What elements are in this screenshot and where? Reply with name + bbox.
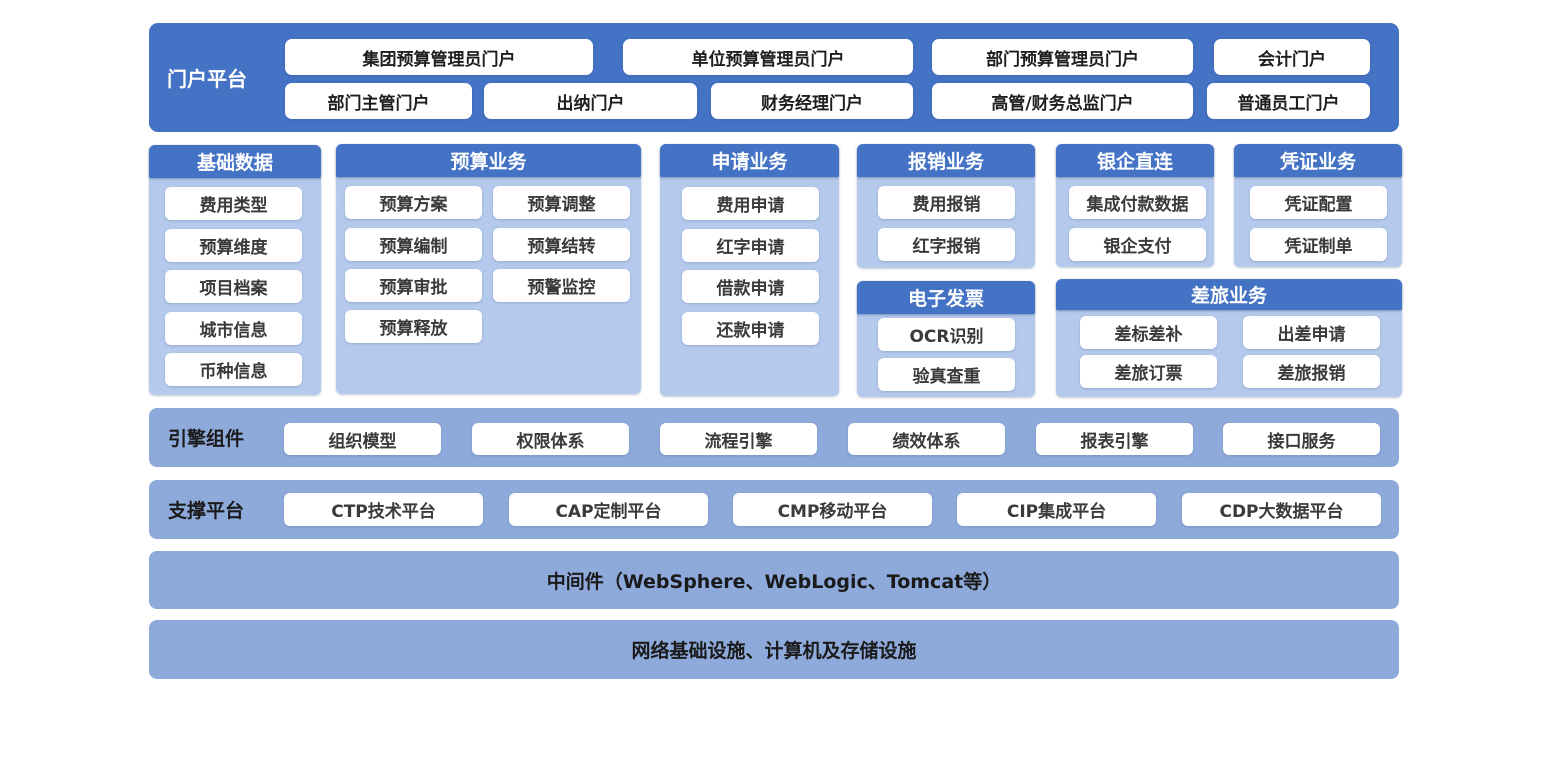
travel-item[interactable]: 差旅报销 — [1243, 355, 1380, 388]
module-application: 申请业务 费用申请 红字申请 借款申请 还款申请 — [660, 144, 839, 396]
bank-link-item[interactable]: 集成付款数据 — [1069, 186, 1206, 219]
module-voucher: 凭证业务 凭证配置 凭证制单 — [1234, 144, 1402, 267]
reimbursement-item[interactable]: 费用报销 — [878, 186, 1015, 219]
support-item[interactable]: CTP技术平台 — [284, 493, 483, 526]
engine-item[interactable]: 组织模型 — [284, 423, 441, 455]
travel-item[interactable]: 差旅订票 — [1080, 355, 1217, 388]
support-item[interactable]: CDP大数据平台 — [1182, 493, 1381, 526]
module-basic-data-title: 基础数据 — [149, 145, 321, 178]
portal-group-budget-admin[interactable]: 集团预算管理员门户 — [285, 39, 593, 75]
support-item[interactable]: CAP定制平台 — [509, 493, 708, 526]
portal-unit-budget-admin[interactable]: 单位预算管理员门户 — [623, 39, 913, 75]
portal-employee[interactable]: 普通员工门户 — [1207, 83, 1370, 119]
support-item[interactable]: CMP移动平台 — [733, 493, 932, 526]
support-platform-label: 支撑平台 — [168, 500, 245, 522]
basic-data-item[interactable]: 费用类型 — [165, 187, 302, 220]
module-voucher-title: 凭证业务 — [1234, 144, 1402, 177]
travel-item[interactable]: 差标差补 — [1080, 316, 1217, 349]
portal-platform: 门户平台 集团预算管理员门户 单位预算管理员门户 部门预算管理员门户 会计门户 … — [149, 23, 1399, 132]
middleware-label: 中间件（WebSphere、WebLogic、Tomcat等） — [546, 570, 1002, 593]
basic-data-item[interactable]: 预算维度 — [165, 229, 302, 262]
e-invoice-item[interactable]: OCR识别 — [878, 318, 1015, 351]
engine-components-label: 引擎组件 — [168, 428, 245, 450]
module-travel: 差旅业务 差标差补 出差申请 差旅订票 差旅报销 — [1056, 279, 1402, 397]
basic-data-item[interactable]: 城市信息 — [165, 312, 302, 345]
engine-item[interactable]: 接口服务 — [1223, 423, 1380, 455]
module-reimbursement: 报销业务 费用报销 红字报销 — [857, 144, 1035, 268]
module-bank-link-title: 银企直连 — [1056, 144, 1214, 177]
module-travel-title: 差旅业务 — [1056, 279, 1402, 310]
application-item[interactable]: 借款申请 — [682, 270, 819, 303]
infrastructure-label: 网络基础设施、计算机及存储设施 — [631, 640, 917, 662]
module-budget: 预算业务 预算方案 预算调整 预算编制 预算结转 预算审批 预警监控 预算释放 — [336, 144, 641, 394]
budget-item[interactable]: 预算结转 — [493, 228, 630, 261]
module-application-title: 申请业务 — [660, 144, 839, 177]
module-budget-title: 预算业务 — [336, 144, 641, 177]
engine-item[interactable]: 权限体系 — [472, 423, 629, 455]
middleware-band: 中间件（WebSphere、WebLogic、Tomcat等） — [149, 551, 1399, 609]
portal-finance-manager[interactable]: 财务经理门户 — [711, 83, 913, 119]
voucher-item[interactable]: 凭证配置 — [1250, 186, 1387, 219]
engine-components-band: 引擎组件 组织模型 权限体系 流程引擎 绩效体系 报表引擎 接口服务 — [149, 408, 1399, 467]
budget-item[interactable]: 预算释放 — [345, 310, 482, 343]
support-platform-band: 支撑平台 CTP技术平台 CAP定制平台 CMP移动平台 CIP集成平台 CDP… — [149, 480, 1399, 539]
budget-item[interactable]: 预算审批 — [345, 269, 482, 302]
engine-item[interactable]: 报表引擎 — [1036, 423, 1193, 455]
basic-data-item[interactable]: 项目档案 — [165, 270, 302, 303]
travel-item[interactable]: 出差申请 — [1243, 316, 1380, 349]
application-item[interactable]: 红字申请 — [682, 229, 819, 262]
module-basic-data: 基础数据 费用类型 预算维度 项目档案 城市信息 币种信息 — [149, 145, 321, 395]
budget-item[interactable]: 预算调整 — [493, 186, 630, 219]
module-e-invoice: 电子发票 OCR识别 验真查重 — [857, 281, 1035, 397]
voucher-item[interactable]: 凭证制单 — [1250, 228, 1387, 261]
portal-platform-label: 门户平台 — [167, 67, 247, 91]
portal-dept-budget-admin[interactable]: 部门预算管理员门户 — [932, 39, 1193, 75]
portal-accountant[interactable]: 会计门户 — [1214, 39, 1370, 75]
budget-item[interactable]: 预警监控 — [493, 269, 630, 302]
basic-data-item[interactable]: 币种信息 — [165, 353, 302, 386]
module-e-invoice-title: 电子发票 — [857, 281, 1035, 314]
engine-item[interactable]: 绩效体系 — [848, 423, 1005, 455]
infrastructure-band: 网络基础设施、计算机及存储设施 — [149, 620, 1399, 679]
module-bank-link: 银企直连 集成付款数据 银企支付 — [1056, 144, 1214, 267]
application-item[interactable]: 费用申请 — [682, 187, 819, 220]
budget-item[interactable]: 预算编制 — [345, 228, 482, 261]
portal-dept-supervisor[interactable]: 部门主管门户 — [285, 83, 472, 119]
bank-link-item[interactable]: 银企支付 — [1069, 228, 1206, 261]
reimbursement-item[interactable]: 红字报销 — [878, 228, 1015, 261]
engine-item[interactable]: 流程引擎 — [660, 423, 817, 455]
support-item[interactable]: CIP集成平台 — [957, 493, 1156, 526]
module-reimbursement-title: 报销业务 — [857, 144, 1035, 177]
portal-executive-cfo[interactable]: 高管/财务总监门户 — [932, 83, 1193, 119]
application-item[interactable]: 还款申请 — [682, 312, 819, 345]
portal-cashier[interactable]: 出纳门户 — [484, 83, 697, 119]
budget-item[interactable]: 预算方案 — [345, 186, 482, 219]
e-invoice-item[interactable]: 验真查重 — [878, 358, 1015, 391]
